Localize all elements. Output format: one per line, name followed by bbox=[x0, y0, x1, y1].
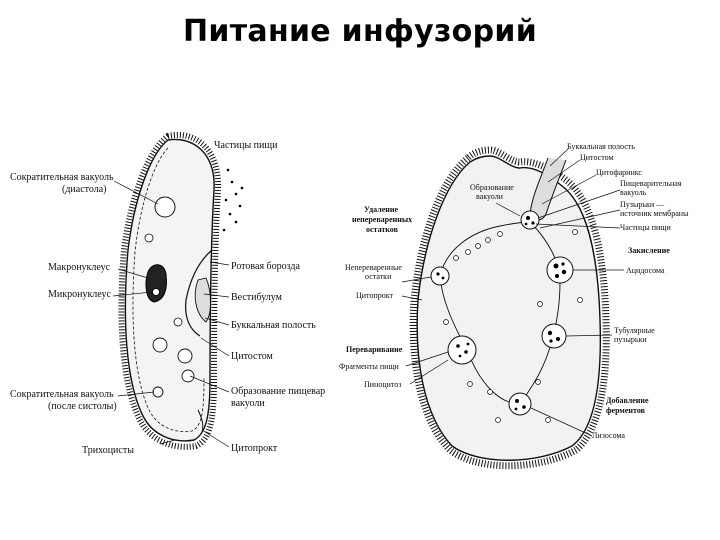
vacuole-acidification bbox=[547, 257, 573, 283]
left-cell-illustration bbox=[121, 135, 243, 447]
label-trichocysts: Трихоцисты bbox=[82, 445, 134, 456]
label-tubular-2: пузырьки bbox=[614, 335, 647, 344]
right-cell-body bbox=[417, 156, 600, 460]
label-removal-1: Удаление bbox=[364, 205, 398, 214]
label-undigested-2: остатки bbox=[365, 272, 392, 281]
food-vacuole bbox=[174, 318, 182, 326]
label-buccal-cavity-right: Буккальная полость bbox=[567, 142, 635, 151]
contractile-vacuole-systole bbox=[153, 387, 163, 397]
vacuole-tubular bbox=[542, 324, 566, 348]
label-digestive-vacuole-2: вакуоль bbox=[620, 188, 647, 197]
label-vestibulum: Вестибулум bbox=[231, 292, 283, 303]
label-vesicles-2: источник мембраны bbox=[620, 209, 689, 218]
label-forming-1: Образование bbox=[470, 183, 514, 192]
label-cytoproct-right: Цитопрокт bbox=[356, 291, 394, 300]
label-vesicles-1: Пузырьки — bbox=[620, 200, 665, 209]
label-fragments: Фрагменты пищи bbox=[339, 362, 400, 371]
label-food-vacuole-forming-1: Образование пищевар bbox=[231, 386, 325, 397]
label-tubular-1: Тубулярные bbox=[614, 326, 655, 335]
label-acidosome: Ацидосома bbox=[626, 266, 665, 275]
vacuole-undigested bbox=[431, 267, 449, 285]
label-digestion: Переваривание bbox=[346, 345, 403, 354]
label-contractile-vacuole-systole-2: (после систолы) bbox=[48, 401, 117, 412]
label-removal-3: остатков bbox=[366, 225, 399, 234]
label-contractile-vacuole-systole-1: Сократительная вакуоль bbox=[10, 389, 114, 400]
label-macronucleus: Макронуклеус bbox=[48, 262, 111, 273]
food-vacuole bbox=[153, 338, 167, 352]
label-pinocytosis: Пиноцитоз bbox=[364, 380, 401, 389]
micronucleus bbox=[153, 289, 160, 296]
label-lysosome: Лизосома bbox=[592, 431, 625, 440]
contractile-vacuole-diastole bbox=[155, 197, 175, 217]
food-vacuole bbox=[182, 370, 194, 382]
label-acidification: Закисление bbox=[628, 246, 670, 255]
label-forming-2: вакуоли bbox=[476, 192, 504, 201]
label-enzymes-2: ферментов bbox=[606, 406, 646, 415]
right-cell-illustration bbox=[413, 150, 606, 466]
food-particles bbox=[223, 169, 244, 232]
label-cytostome-left: Цитостом bbox=[231, 351, 274, 362]
label-enzymes-1: Добавление bbox=[606, 396, 649, 405]
food-vacuole bbox=[178, 349, 192, 363]
label-contractile-vacuole-diastole-1: Сократительная вакуоль bbox=[10, 172, 114, 183]
label-oral-groove: Ротовая борозда bbox=[231, 261, 300, 272]
label-cytostome-right: Цитостом bbox=[580, 153, 614, 162]
vacuole-forming bbox=[521, 211, 539, 229]
label-removal-2: непереваренных bbox=[352, 215, 412, 224]
label-food-particles-left: Частицы пищи bbox=[214, 140, 278, 151]
macronucleus bbox=[146, 265, 167, 302]
label-buccal-cavity-left: Буккальная полость bbox=[231, 320, 316, 331]
label-cytopharynx: Цитофаринкс bbox=[596, 168, 642, 177]
label-undigested-1: Непереваренные bbox=[345, 263, 402, 272]
label-micronucleus: Микронуклеус bbox=[48, 289, 111, 300]
vacuole-digestion bbox=[448, 336, 476, 364]
vacuole-enzymes bbox=[509, 393, 531, 415]
label-cytoproct-left: Цитопрокт bbox=[231, 443, 278, 454]
label-digestive-vacuole-1: Пищеварительная bbox=[620, 179, 682, 188]
label-food-particles-right: Частицы пищи bbox=[620, 223, 671, 232]
label-contractile-vacuole-diastole-2: (диастола) bbox=[62, 184, 107, 195]
food-vacuole bbox=[145, 234, 153, 242]
label-food-vacuole-forming-2: вакуоли bbox=[231, 398, 265, 409]
